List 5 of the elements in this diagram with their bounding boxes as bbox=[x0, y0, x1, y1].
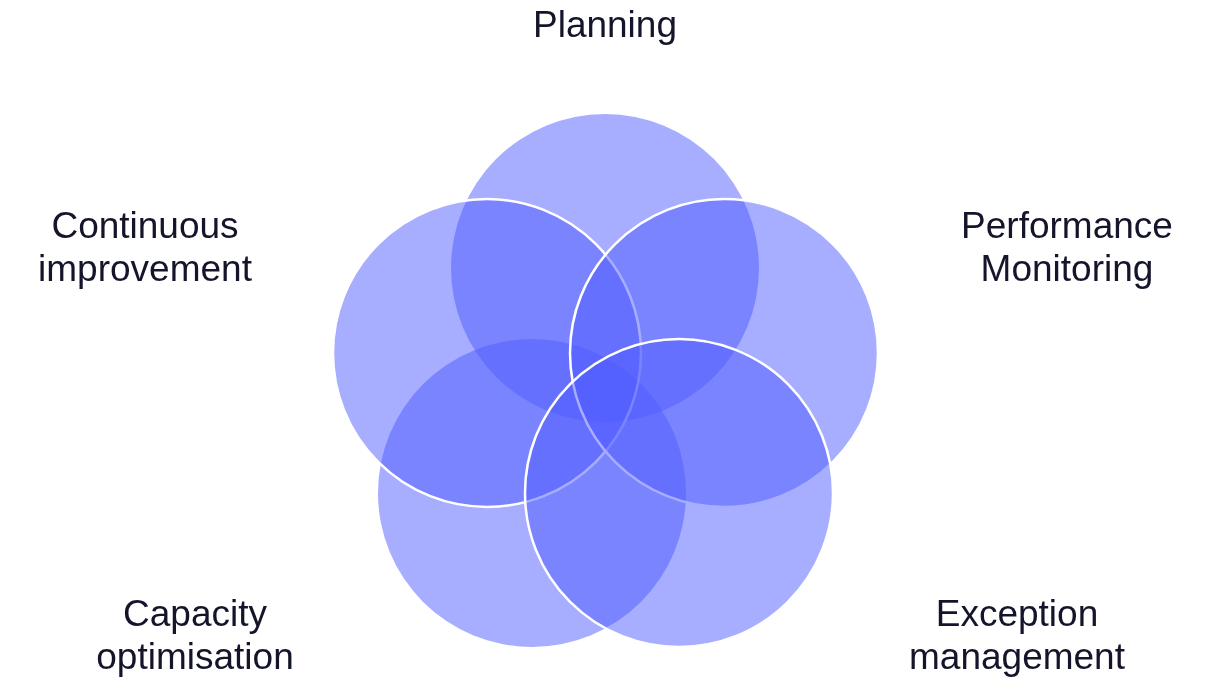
circle-label: Exception management bbox=[908, 592, 1126, 678]
circle-label: Continuous improvement bbox=[37, 204, 253, 290]
circle-label: Performance Monitoring bbox=[960, 204, 1174, 290]
circle-label: Planning bbox=[532, 3, 678, 46]
circle-label: Capacity optimisation bbox=[95, 592, 295, 678]
